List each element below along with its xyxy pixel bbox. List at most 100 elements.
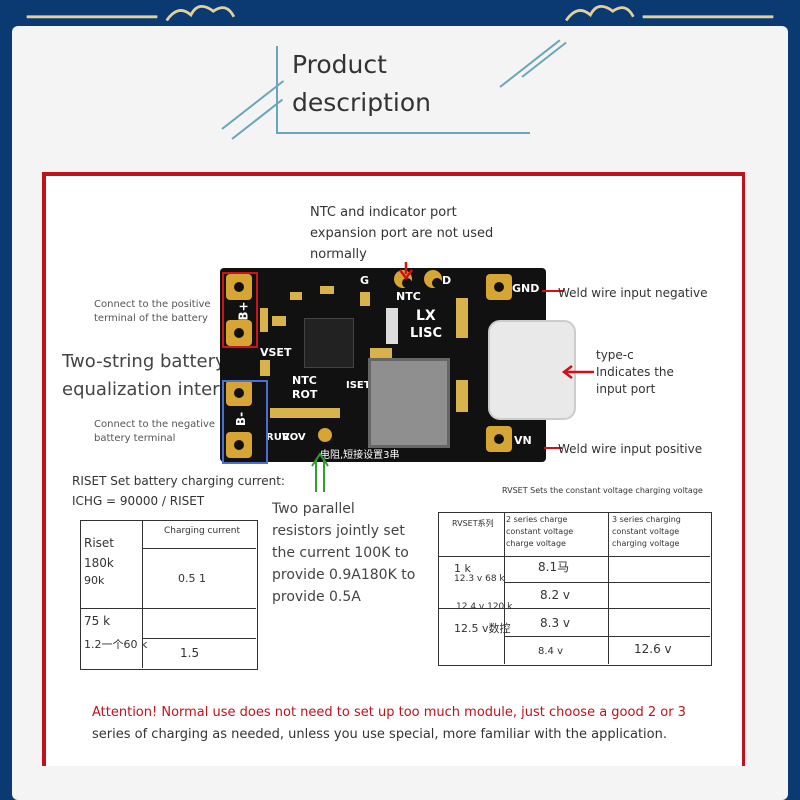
note-line: provide 0.9A180K to (272, 567, 416, 583)
attention-line: series of charging as needed, unless you… (92, 727, 667, 742)
battery-negative-note: Connect to the negative battery terminal (94, 418, 215, 446)
left-arrow-icon (561, 365, 594, 379)
label-line: equalization interf (62, 379, 226, 400)
pad-icon (226, 432, 252, 458)
note-line: Two parallel (272, 501, 355, 517)
table-divider (504, 582, 710, 583)
potentiometer-icon (318, 428, 332, 442)
note-line: the current 100K to (272, 545, 409, 561)
rvset-col-header: 2 series charge constant voltage charge … (506, 514, 573, 550)
ntc-note: NTC and indicator port expansion port ar… (310, 202, 493, 265)
parallel-resistor-note: Two parallel resistors jointly set the c… (272, 498, 415, 608)
title-box: Product description (276, 46, 530, 134)
pad-icon (486, 274, 512, 300)
title-line-2: description (292, 88, 432, 117)
table-divider (504, 512, 505, 664)
note-line: battery terminal (94, 433, 176, 444)
pcb-label-ntc: NTC (292, 374, 317, 387)
rvset-col-header: RVSET系列 (452, 519, 494, 528)
two-string-label: Two-string battery equalization interf (62, 348, 226, 404)
label-line: Indicates the (596, 365, 674, 379)
smd-component (456, 298, 468, 338)
header-line: constant voltage (612, 527, 680, 536)
rvset-cell: 12.5 v数控 (454, 622, 511, 635)
note-line: resistors jointly set (272, 523, 405, 539)
riset-table (80, 520, 258, 670)
rvset-cell: 8.4 v (538, 646, 563, 657)
bplus-highlight (222, 272, 258, 348)
note-line: Connect to the positive (94, 299, 211, 310)
header-line: 3 series charging (612, 515, 681, 524)
pcb-label-g: G (360, 274, 370, 287)
table-divider (80, 608, 256, 609)
up-arrow-icon (311, 452, 329, 492)
rvset-cell: 12.6 v (634, 642, 672, 656)
rvset-cell: 8.2 v (540, 588, 570, 602)
riset-col-header: Charging current (164, 526, 241, 536)
down-arrow-icon (399, 262, 413, 281)
note-line: Connect to the negative (94, 419, 216, 430)
ntc-note-line: normally (310, 247, 367, 262)
riset-cell: 75 k (84, 614, 111, 628)
rvset-cell: 1 k (454, 562, 471, 575)
bminus-highlight (222, 380, 268, 464)
riset-heading: RISET Set battery charging current: (72, 474, 285, 488)
smd-component (290, 292, 302, 300)
pcb-label-chinese: 电阻,短接设置3串 (320, 450, 400, 461)
pad-icon (226, 274, 252, 300)
note-line: provide 0.5A (272, 589, 361, 605)
riset-cell: 0.5 1 (178, 572, 206, 585)
header-line: charge voltage (506, 539, 566, 548)
pcb-label-ntc-top: NTC (396, 290, 421, 303)
pad-icon (486, 426, 512, 452)
rvset-heading: RVSET Sets the constant voltage charging… (502, 486, 703, 495)
pcb-label-vn: VN (514, 434, 532, 447)
smd-component (456, 380, 468, 412)
rvset-cell: 12.3 v 68 k (454, 574, 505, 584)
pcb-label-vset: VSET (260, 346, 292, 359)
pcb-label-lisc: LISC (410, 326, 443, 341)
riset-cell: 90k (84, 574, 105, 587)
cloud-ornament-icon (26, 5, 774, 22)
pad-icon (424, 270, 442, 288)
pad-icon (226, 380, 252, 406)
table-divider (142, 638, 256, 639)
smd-component (260, 308, 268, 332)
pad-icon (226, 320, 252, 346)
rvset-col-header: 3 series charging constant voltage charg… (612, 514, 681, 550)
ntc-note-line: expansion port are not used (310, 226, 494, 241)
note-line: terminal of the battery (94, 313, 208, 324)
smd-component (260, 360, 270, 376)
riset-cell: 180k (84, 556, 114, 570)
pcb-label-d: D (442, 274, 452, 287)
smd-component (386, 308, 398, 344)
left-arrow-icon (544, 447, 562, 449)
riset-cell: 1.2一个60 k (84, 638, 148, 651)
table-divider (142, 520, 143, 668)
smd-component (320, 286, 334, 294)
typec-label: type-c Indicates the input port (596, 347, 674, 398)
table-divider (142, 548, 256, 549)
ic-chip-icon (304, 318, 354, 368)
pcb-label-lx: LX (416, 308, 436, 324)
attention-line: Attention! Normal use does not need to s… (92, 705, 686, 720)
smd-component (270, 408, 340, 418)
pcb-label-gnd: GND (512, 282, 540, 295)
rvset-cell: 12.4 v 120 k (456, 602, 513, 612)
smd-component (360, 292, 370, 306)
table-divider (504, 636, 710, 637)
smd-component (370, 348, 392, 358)
title-line-1: Product (292, 50, 387, 79)
battery-positive-note: Connect to the positive terminal of the … (94, 298, 211, 326)
pcb-label-ruv: RUV (266, 432, 290, 443)
left-arrow-icon (542, 290, 564, 292)
inductor-icon (368, 358, 450, 448)
riset-formula: ICHG = 90000 / RISET (72, 494, 205, 508)
label-line: Two-string battery (62, 351, 226, 372)
label-line: type-c (596, 348, 634, 362)
attention-note: Attention! Normal use does not need to s… (92, 702, 686, 746)
table-divider (608, 512, 609, 664)
weld-positive-label: Weld wire input positive (558, 442, 703, 456)
pcb-label-rot: ROT (292, 388, 318, 401)
weld-negative-label: Weld wire input negative (558, 286, 708, 300)
